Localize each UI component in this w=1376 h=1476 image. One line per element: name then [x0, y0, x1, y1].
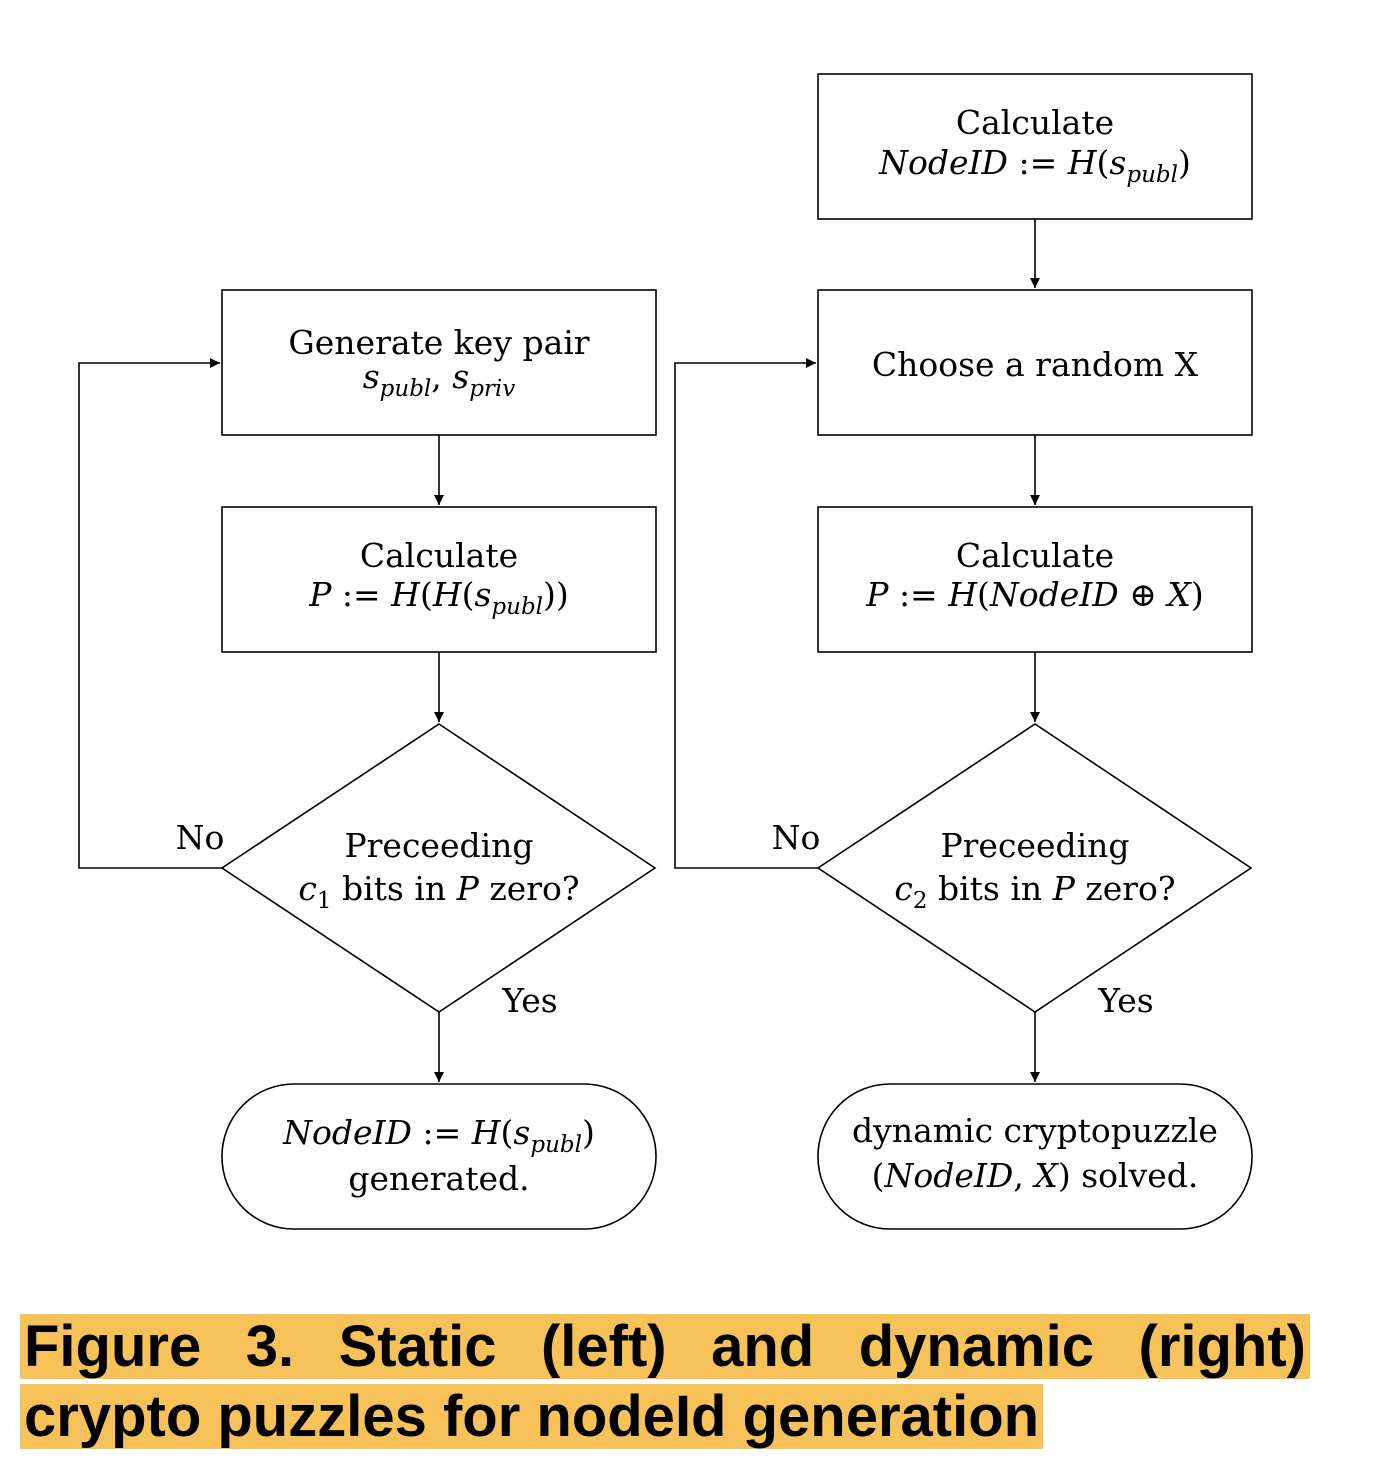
- calculate-p-box: [221, 506, 657, 653]
- c1-decision-diamond: [220, 723, 657, 1013]
- caption-text: Figure 3. Static (left) and dynamic (rig…: [20, 1314, 1310, 1449]
- calculate-label: Calculate: [956, 103, 1114, 142]
- static-result-terminal: [221, 1083, 657, 1230]
- edge-no-loop: [674, 358, 818, 869]
- flowchart: Generate key pair spubl, spriv Calculate…: [78, 73, 1253, 1230]
- choose-random-x-box: [817, 289, 1253, 436]
- dynamic-result-terminal: [817, 1083, 1253, 1230]
- figure-caption: Figure 3. Static (left) and dynamic (rig…: [20, 1312, 1310, 1452]
- preceeding-label: Preceeding: [940, 826, 1129, 865]
- solved-formula: (NodeID, X) solved.: [872, 1156, 1199, 1195]
- calculate-label: Calculate: [360, 536, 518, 575]
- generated-label: generated.: [348, 1159, 529, 1198]
- p-hash-formula: P := H(H(spubl)): [308, 575, 569, 620]
- key-pair-math: spubl, spriv: [363, 357, 516, 402]
- calculate-label: Calculate: [956, 536, 1114, 575]
- generate-key-pair-label: Generate key pair: [288, 323, 589, 362]
- dynamic-cryptopuzzle-label: dynamic cryptopuzzle: [852, 1111, 1218, 1150]
- static-nodeid-formula: NodeID := H(spubl): [282, 1113, 595, 1158]
- generate-key-pair-box: [221, 289, 657, 436]
- choose-random-x-label: Choose a random X: [872, 345, 1199, 384]
- no-label: No: [176, 818, 225, 857]
- no-label: No: [772, 818, 821, 857]
- edge-no-loop: [78, 358, 222, 869]
- yes-label: Yes: [501, 981, 557, 1020]
- nodeid-formula: NodeID := H(spubl): [878, 143, 1191, 188]
- yes-label: Yes: [1097, 981, 1153, 1020]
- dynamic-puzzle-flow: Calculate NodeID := H(spubl) Choose a ra…: [674, 73, 1253, 1230]
- c1-condition: c1 bits in P zero?: [298, 869, 579, 914]
- p-xor-formula: P := H(NodeID ⊕ X): [865, 575, 1204, 614]
- calculate-p-xor-box: [817, 506, 1253, 653]
- static-puzzle-flow: Generate key pair spubl, spriv Calculate…: [78, 289, 657, 1230]
- preceeding-label: Preceeding: [344, 826, 533, 865]
- calculate-nodeid-box: [817, 73, 1253, 220]
- c2-decision-diamond: [816, 723, 1253, 1013]
- c2-condition: c2 bits in P zero?: [894, 869, 1175, 914]
